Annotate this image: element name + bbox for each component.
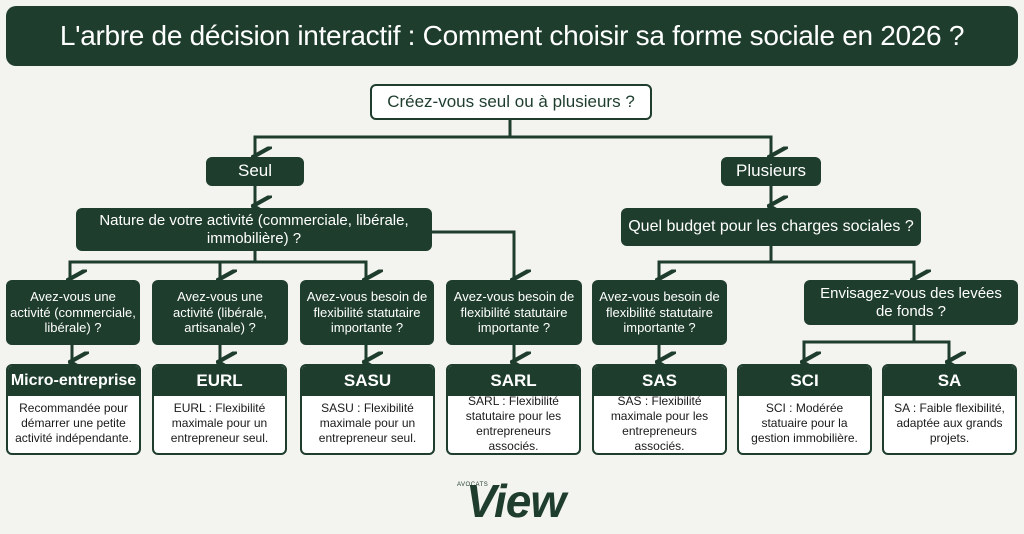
branch-plusieurs-label: Plusieurs [736,161,806,181]
result-card-sa[interactable]: SA SA : Faible flexibilité, adaptée aux … [882,364,1017,455]
edge-nature-q3 [255,260,366,280]
question-activite-commerciale[interactable]: Avez-vous une activité (commerciale, lib… [6,280,140,345]
logo-small-text: AVOCATS [457,482,489,488]
result-card-sarl[interactable]: SARL SARL : Flexibilité statutaire pour … [446,364,581,455]
question-text: Envisagez-vous des levées de fonds ? [820,284,1002,320]
edge-nature-q1 [70,251,257,280]
result-description: SASU : Flexibilité maximale pour un entr… [318,401,417,445]
question-activite-liberale[interactable]: Avez-vous une activité (libérale, artisa… [152,280,288,345]
brand-logo: AVOCATS View [440,470,580,530]
question-budget-text: Quel budget pour les charges sociales ? [628,218,914,236]
result-description: EURL : Flexibilité maximale pour un entr… [170,401,269,445]
edge-nature-q4 [432,230,514,280]
result-title: SA [884,366,1015,396]
result-description: SCI : Modérée statuaire pour la gestion … [751,401,858,445]
result-title: SASU [302,366,433,396]
result-description: SARL : Flexibilité statutaire pour les e… [465,393,562,453]
question-levees-fonds[interactable]: Envisagez-vous des levées de fonds ? [804,280,1018,325]
page-title-text: L'arbre de décision interactif : Comment… [59,20,965,51]
question-flexibilite-sas[interactable]: Avez-vous besoin de flexibilité statutai… [592,280,727,345]
question-text: Avez-vous besoin de flexibilité statutai… [599,289,720,336]
question-flexibilite-sarl[interactable]: Avez-vous besoin de flexibilité statutai… [446,280,582,345]
question-nature-text: Nature de votre activité (commerciale, l… [99,211,409,247]
edge-q6-sci [804,325,916,362]
result-description: Recommandée pour démarrer une petite act… [15,401,132,445]
question-text: Avez-vous besoin de flexibilité statutai… [453,289,575,336]
question-flexibilite-sasu[interactable]: Avez-vous besoin de flexibilité statutai… [300,280,434,345]
question-nature-activite[interactable]: Nature de votre activité (commerciale, l… [76,208,432,251]
edge-budget-q6 [771,260,914,280]
page-title: L'arbre de décision interactif : Comment… [6,6,1018,66]
result-card-sci[interactable]: SCI SCI : Modérée statuaire pour la gest… [737,364,872,455]
question-text: Avez-vous besoin de flexibilité statutai… [306,289,428,336]
edge-budget-q5 [659,246,773,280]
result-card-eurl[interactable]: EURL EURL : Flexibilité maximale pour un… [152,364,287,455]
edge-root-plusieurs [510,135,771,157]
result-title: SCI [739,366,870,396]
result-title: SAS [594,366,725,396]
logo-main-text: View [466,475,566,527]
branch-plusieurs[interactable]: Plusieurs [721,157,821,186]
result-description: SAS : Flexibilité maximale pour les entr… [610,393,709,453]
result-card-micro-entreprise[interactable]: Micro-entreprise Recommandée pour démarr… [6,364,141,455]
result-title: Micro-entreprise [8,366,139,396]
result-title: EURL [154,366,285,396]
result-title: SARL [448,366,579,396]
question-budget-charges[interactable]: Quel budget pour les charges sociales ? [621,208,921,246]
question-text: Avez-vous une activité (libérale, artisa… [173,289,267,336]
branch-seul[interactable]: Seul [206,157,304,186]
edge-root-seul [255,120,512,157]
branch-seul-label: Seul [237,161,273,181]
result-description: SA : Faible flexibilité, adaptée aux gra… [894,401,1005,445]
result-card-sasu[interactable]: SASU SASU : Flexibilité maximale pour un… [300,364,435,455]
question-text: Avez-vous une activité (commerciale, lib… [10,289,136,336]
result-card-sas[interactable]: SAS SAS : Flexibilité maximale pour les … [592,364,727,455]
root-question-text: Créez-vous seul ou à plusieurs ? [387,92,635,111]
root-question[interactable]: Créez-vous seul ou à plusieurs ? [370,84,652,120]
edge-q6-sa [914,340,949,362]
